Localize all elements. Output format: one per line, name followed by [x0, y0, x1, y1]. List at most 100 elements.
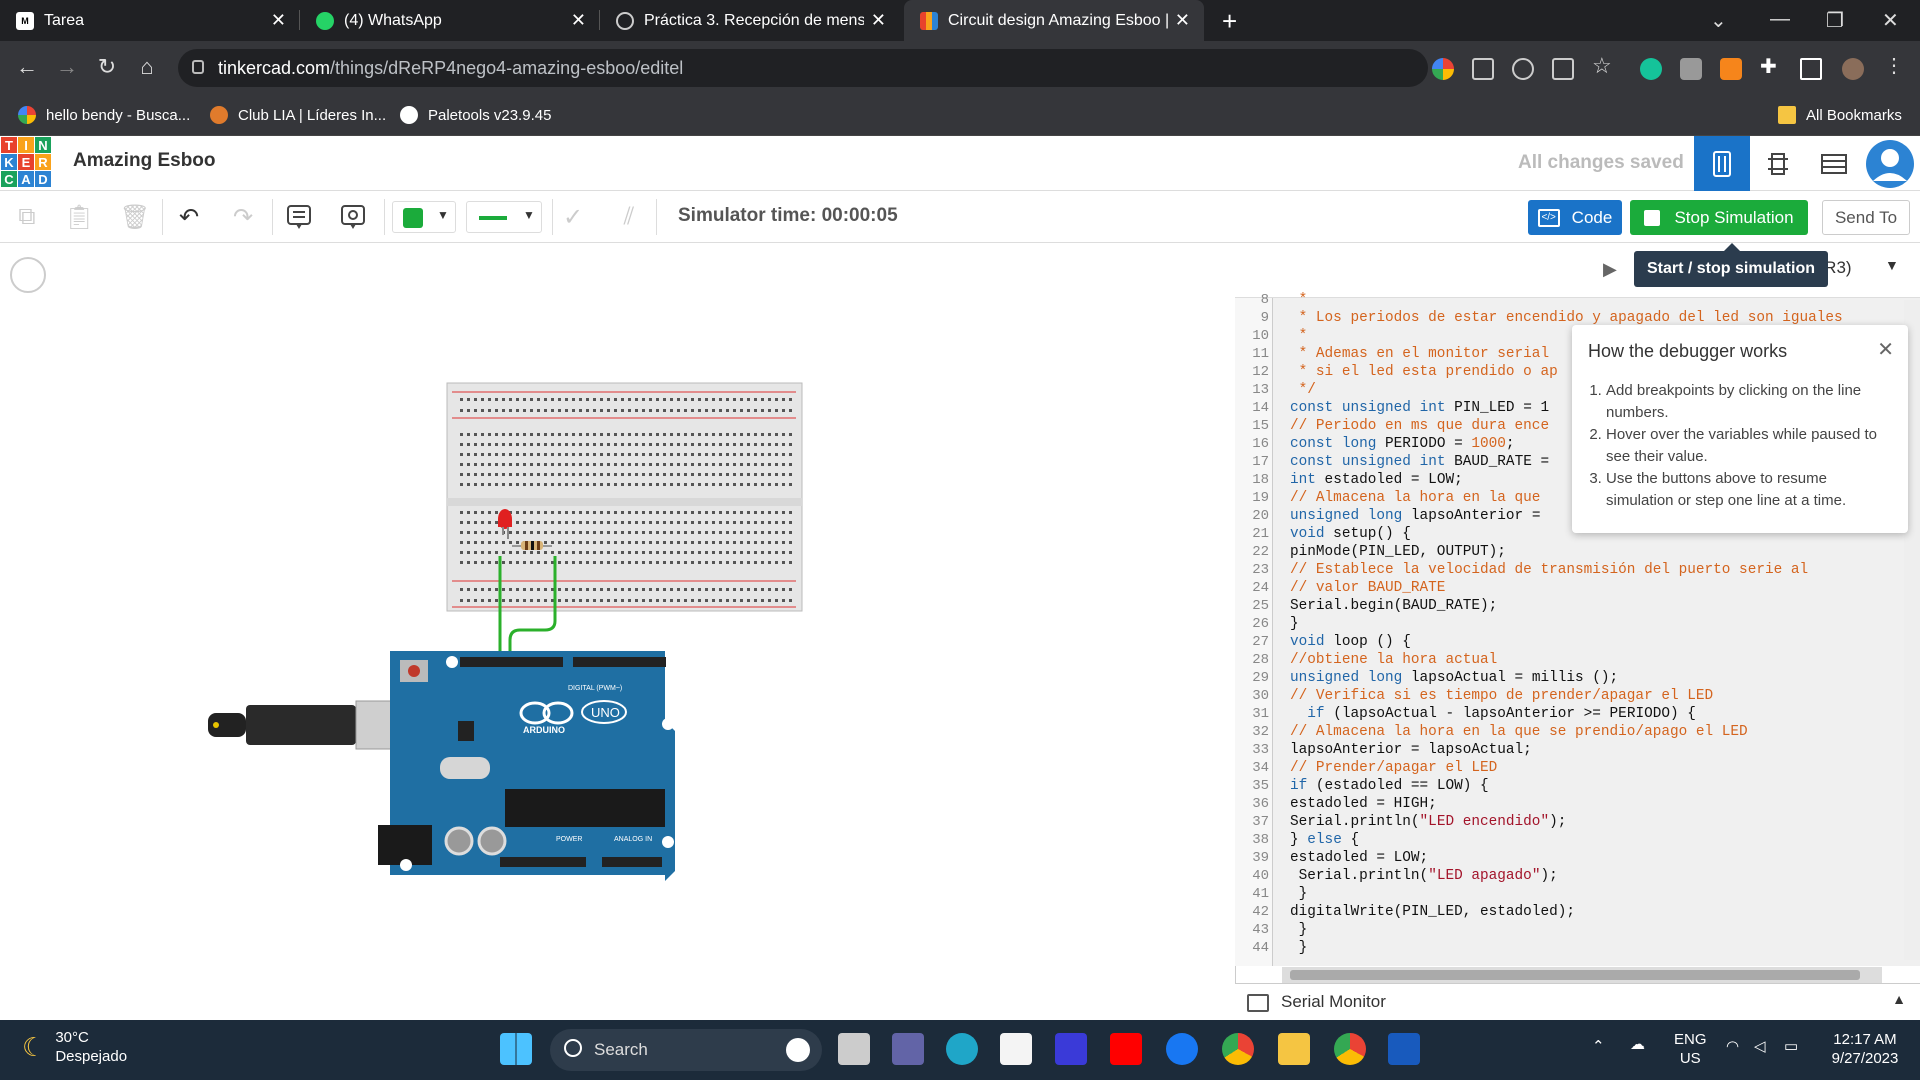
delete-icon[interactable]: 🗑︎ [118, 201, 152, 233]
chrome-profile-icon[interactable] [1334, 1033, 1366, 1065]
restore-icon[interactable]: ❐ [1826, 8, 1844, 33]
minimize-icon[interactable]: — [1770, 8, 1790, 31]
close-icon[interactable]: ✕ [871, 10, 886, 31]
windows-start-icon[interactable] [500, 1033, 532, 1065]
reload-icon[interactable]: ↻ [92, 54, 122, 80]
send-to-button[interactable]: Send To [1822, 200, 1910, 235]
line-number[interactable]: 31 [1235, 706, 1269, 722]
project-name[interactable]: Amazing Esboo [73, 150, 216, 172]
circuit-canvas[interactable]: ARDUINO UNO DIGITAL (PWM~) POWER ANALOG … [0, 243, 1235, 1020]
star-icon[interactable]: ☆ [1592, 53, 1614, 75]
line-number[interactable]: 23 [1235, 562, 1269, 578]
close-icon[interactable]: ✕ [1175, 10, 1190, 31]
line-number[interactable]: 38 [1235, 832, 1269, 848]
extension-gray-icon[interactable] [1680, 58, 1702, 80]
line-number[interactable]: 15 [1235, 418, 1269, 434]
task-view-icon[interactable] [838, 1033, 870, 1065]
undo-icon[interactable]: ↶ [172, 201, 206, 233]
redo-icon[interactable]: ↷ [226, 201, 260, 233]
tab-whatsapp[interactable]: (4) WhatsApp ✕ [300, 0, 600, 41]
line-number[interactable]: 12 [1235, 364, 1269, 380]
back-icon[interactable]: ← [12, 54, 42, 80]
line-number[interactable]: 10 [1235, 328, 1269, 344]
line-number[interactable]: 26 [1235, 616, 1269, 632]
circuit-view-button[interactable] [1694, 136, 1750, 191]
line-number[interactable]: 19 [1235, 490, 1269, 506]
tinkercad-logo[interactable]: TINKERCAD [0, 136, 50, 186]
line-number[interactable]: 30 [1235, 688, 1269, 704]
sidepanel-icon[interactable] [1800, 58, 1822, 80]
home-icon[interactable]: ⌂ [132, 54, 162, 80]
schematic-view-button[interactable] [1750, 136, 1806, 191]
line-number[interactable]: 22 [1235, 544, 1269, 560]
menu-icon[interactable]: ⋮ [1884, 53, 1906, 75]
tab-practica[interactable]: Práctica 3. Recepción de mensaje ✕ [600, 0, 900, 41]
line-number[interactable]: 25 [1235, 598, 1269, 614]
line-number[interactable]: 16 [1235, 436, 1269, 452]
line-number[interactable]: 41 [1235, 886, 1269, 902]
avatar[interactable] [1842, 58, 1864, 80]
youtube-icon[interactable] [1110, 1033, 1142, 1065]
google-icon[interactable] [1432, 58, 1454, 80]
line-number[interactable]: 43 [1235, 922, 1269, 938]
rotate-icon[interactable]: ✓ [556, 201, 590, 233]
chevron-down-icon[interactable]: ▼ [1885, 257, 1899, 273]
file-explorer-icon[interactable] [1278, 1033, 1310, 1065]
metamask-icon[interactable] [1720, 58, 1742, 80]
new-tab-button[interactable]: + [1222, 6, 1237, 37]
language-indicator[interactable]: ENG US [1674, 1030, 1707, 1068]
all-bookmarks[interactable]: All Bookmarks [1778, 106, 1902, 124]
store-icon[interactable] [1000, 1033, 1032, 1065]
line-number[interactable]: 27 [1235, 634, 1269, 650]
word-icon[interactable] [1388, 1033, 1420, 1065]
mirror-icon[interactable]: ⫽ [612, 201, 646, 233]
close-icon[interactable]: ✕ [1877, 337, 1894, 362]
horizontal-scrollbar[interactable] [1282, 967, 1882, 983]
weather-widget[interactable]: ☾ 30°C Despejado [22, 1028, 127, 1066]
tab-search-icon[interactable]: ⌄ [1710, 8, 1727, 33]
line-number[interactable]: 11 [1235, 346, 1269, 362]
app-icon[interactable] [1055, 1033, 1087, 1065]
share-icon[interactable] [1552, 58, 1574, 80]
taskbar-search[interactable]: Search [550, 1029, 822, 1071]
install-icon[interactable] [1472, 58, 1494, 80]
close-icon[interactable]: ✕ [571, 10, 586, 31]
battery-icon[interactable]: ▭ [1784, 1037, 1798, 1056]
user-avatar[interactable] [1862, 136, 1918, 191]
line-number[interactable]: 32 [1235, 724, 1269, 740]
line-number[interactable]: 40 [1235, 868, 1269, 884]
line-number[interactable]: 29 [1235, 670, 1269, 686]
chevron-up-icon[interactable]: ⌃ [1592, 1037, 1605, 1056]
close-icon[interactable]: ✕ [271, 10, 286, 31]
line-number[interactable]: 28 [1235, 652, 1269, 668]
notes-icon[interactable] [282, 201, 316, 233]
line-number[interactable]: 9 [1235, 310, 1269, 326]
line-number[interactable]: 8 [1235, 292, 1269, 308]
facebook-icon[interactable] [1166, 1033, 1198, 1065]
wifi-icon[interactable]: ◠ [1726, 1037, 1739, 1056]
bookmark-hello-bendy[interactable]: hello bendy - Busca... [18, 106, 190, 124]
volume-icon[interactable]: ◁ [1754, 1037, 1766, 1056]
puzzle-icon[interactable]: ✚ [1760, 54, 1782, 76]
zoom-icon[interactable] [1512, 58, 1534, 80]
step-play-icon[interactable]: ▶︎ [1603, 259, 1617, 280]
line-number[interactable]: 44 [1235, 940, 1269, 956]
stop-simulation-button[interactable]: Stop Simulation [1630, 200, 1808, 235]
line-number[interactable]: 36 [1235, 796, 1269, 812]
line-number[interactable]: 21 [1235, 526, 1269, 542]
wire-type-picker[interactable]: ▼ [466, 201, 542, 233]
onedrive-icon[interactable]: ☁ [1630, 1035, 1645, 1054]
visibility-icon[interactable] [336, 201, 370, 233]
line-number[interactable]: 35 [1235, 778, 1269, 794]
window-close-icon[interactable]: ✕ [1882, 8, 1899, 33]
tab-tinkercad[interactable]: Circuit design Amazing Esboo | T ✕ [904, 0, 1204, 41]
serial-monitor-bar[interactable]: Serial Monitor ▲ [1235, 983, 1920, 1020]
tab-tarea[interactable]: M Tarea ✕ [0, 0, 300, 41]
chevron-up-icon[interactable]: ▲ [1892, 991, 1906, 1007]
line-number[interactable]: 20 [1235, 508, 1269, 524]
teams-icon[interactable] [892, 1033, 924, 1065]
line-number[interactable]: 13 [1235, 382, 1269, 398]
code-button[interactable]: </> Code [1528, 200, 1622, 235]
bookmark-paletools[interactable]: Paletools v23.9.45 [400, 106, 551, 124]
paste-icon[interactable]: 📋︎ [62, 201, 96, 233]
